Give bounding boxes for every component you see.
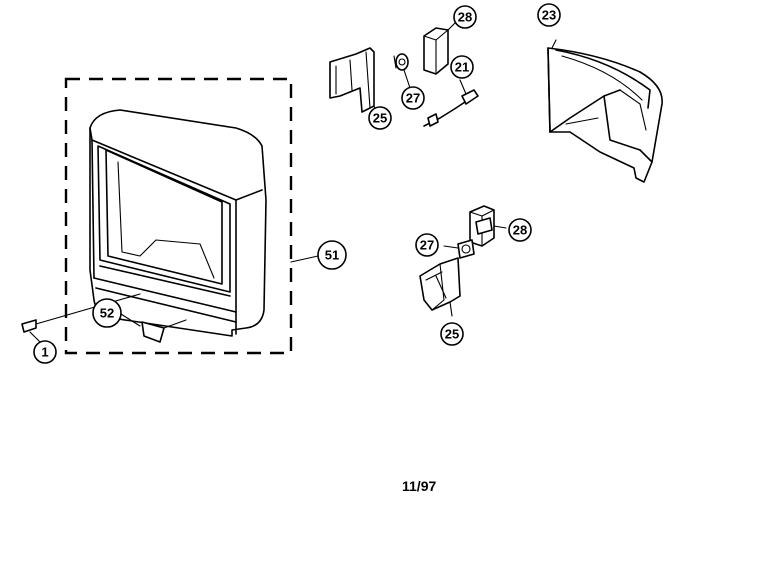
callout-51: 51: [290, 240, 347, 270]
callout-21: 21: [450, 55, 474, 79]
svg-text:1: 1: [41, 345, 48, 360]
callout-23: 23: [537, 3, 561, 27]
callout-27-lower: 27: [415, 233, 439, 257]
part-1-button: [21, 293, 141, 345]
svg-text:25: 25: [445, 327, 459, 342]
svg-text:52: 52: [100, 306, 114, 321]
callout-28-lower: 28: [508, 218, 532, 242]
svg-text:25: 25: [373, 111, 387, 126]
svg-text:28: 28: [458, 10, 472, 25]
svg-text:23: 23: [542, 8, 556, 23]
part-28-lower: [469, 205, 507, 247]
assembly-boundary: [64, 77, 293, 355]
svg-text:51: 51: [325, 248, 339, 263]
callout-1: 1: [33, 340, 57, 364]
svg-text:27: 27: [406, 91, 420, 106]
bracket-25-upper: [329, 47, 379, 119]
callout-27-upper: 27: [401, 86, 425, 110]
tv-cabinet: [89, 109, 267, 343]
bracket-25-lower: [419, 257, 461, 317]
part-27-upper: [393, 53, 411, 89]
svg-text:21: 21: [455, 60, 469, 75]
part-27-lower: [443, 239, 475, 259]
revision-date: 11/97: [402, 478, 437, 494]
rear-cover-23: [547, 39, 663, 183]
part-28-upper: [423, 21, 457, 75]
callout-52: 52: [92, 298, 141, 328]
svg-text:28: 28: [513, 223, 527, 238]
callout-28-upper: 28: [453, 5, 477, 29]
callout-25-upper: 25: [368, 106, 392, 130]
callout-25-lower: 25: [440, 322, 464, 346]
svg-text:27: 27: [420, 238, 434, 253]
cable-21: [423, 79, 479, 127]
